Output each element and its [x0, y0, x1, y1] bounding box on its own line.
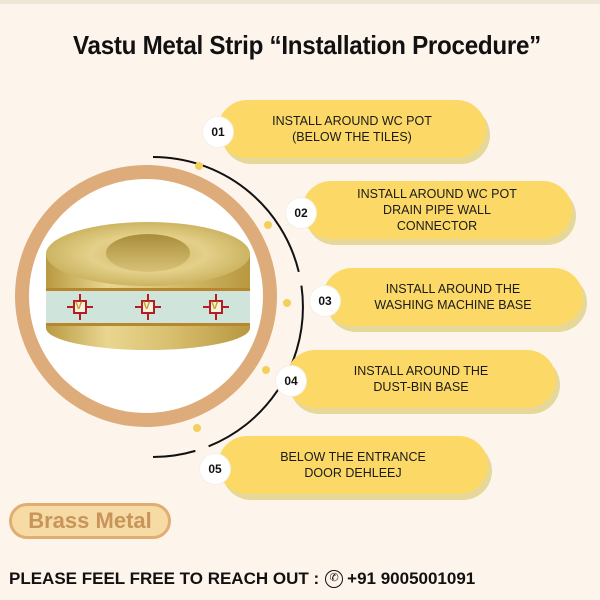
- step-5: BELOW THE ENTRANCE DOOR DEHLEEJ: [218, 436, 488, 494]
- step-number-badge: 05: [200, 454, 230, 484]
- vastu-logo-band: V V V: [46, 288, 250, 326]
- vastu-logo-icon: V: [135, 294, 161, 320]
- step-number-badge: 02: [286, 198, 316, 228]
- step-number-badge: 03: [310, 286, 340, 316]
- step-text: INSTALL AROUND WC POT (BELOW THE TILES): [272, 114, 432, 144]
- brass-strip-coil-image: V V V: [46, 222, 250, 362]
- step-number-badge: 04: [276, 366, 306, 396]
- step-4: INSTALL AROUND THE DUST-BIN BASE: [286, 350, 556, 408]
- vastu-logo-icon: V: [67, 294, 93, 320]
- page-title: Vastu Metal Strip “Installation Procedur…: [73, 30, 541, 60]
- vastu-logo-icon: V: [203, 294, 229, 320]
- step-text: INSTALL AROUND THE DUST-BIN BASE: [353, 364, 489, 394]
- phone-icon: ✆: [325, 570, 344, 588]
- step-3: INSTALL AROUND THE WASHING MACHINE BASE: [323, 268, 583, 326]
- brass-metal-badge: Brass Metal: [9, 503, 171, 539]
- step-number-badge: 01: [203, 117, 233, 147]
- contact-prefix: PLEASE FEEL FREE TO REACH OUT :: [9, 569, 320, 588]
- step-text: INSTALL AROUND WC POT DRAIN PIPE WALL CO…: [357, 187, 517, 233]
- step-text: INSTALL AROUND THE WASHING MACHINE BASE: [374, 282, 532, 312]
- step-1: INSTALL AROUND WC POT (BELOW THE TILES): [218, 100, 486, 158]
- top-divider: [0, 0, 600, 4]
- step-text: BELOW THE ENTRANCE DOOR DEHLEEJ: [280, 450, 426, 480]
- contact-line: PLEASE FEEL FREE TO REACH OUT : ✆ +91 90…: [9, 569, 599, 589]
- step-2: INSTALL AROUND WC POT DRAIN PIPE WALL CO…: [302, 181, 572, 239]
- phone-number[interactable]: +91 9005001091: [347, 569, 476, 588]
